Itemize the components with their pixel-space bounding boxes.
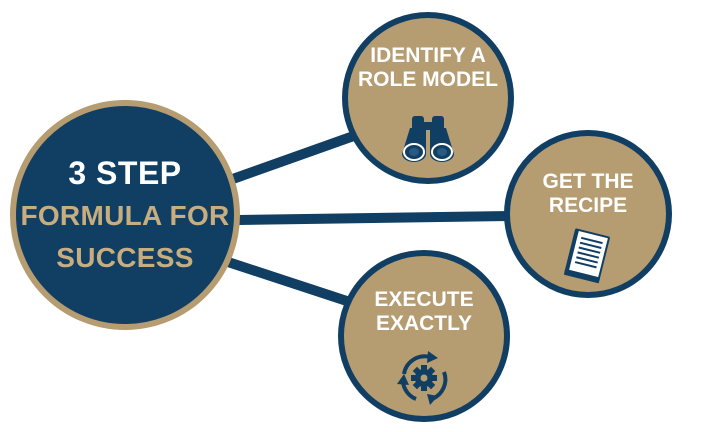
step-circle-execute-exactly: EXECUTE EXACTLY — [338, 250, 510, 422]
center-title-line3: SUCCESS — [56, 242, 194, 274]
center-title-line2: FORMULA FOR — [20, 200, 230, 232]
step-3-label: EXECUTE EXACTLY — [374, 288, 474, 335]
step-circle-identify-role-model: IDENTIFY A ROLE MODEL — [342, 12, 514, 184]
step-circle-get-recipe: GET THE RECIPE — [504, 130, 672, 298]
cycle-gear-icon — [397, 351, 448, 405]
step-2-label: GET THE RECIPE — [542, 170, 634, 217]
center-title-line1: 3 STEP — [68, 155, 182, 192]
book-icon — [563, 228, 610, 284]
connector-to-step-1 — [225, 128, 367, 185]
connector-to-step-3 — [223, 257, 367, 311]
step-1-label: IDENTIFY A ROLE MODEL — [358, 44, 498, 91]
center-circle: 3 STEP FORMULA FOR SUCCESS — [10, 100, 240, 330]
connector-to-step-2 — [233, 211, 517, 225]
binoculars-icon — [402, 116, 454, 162]
